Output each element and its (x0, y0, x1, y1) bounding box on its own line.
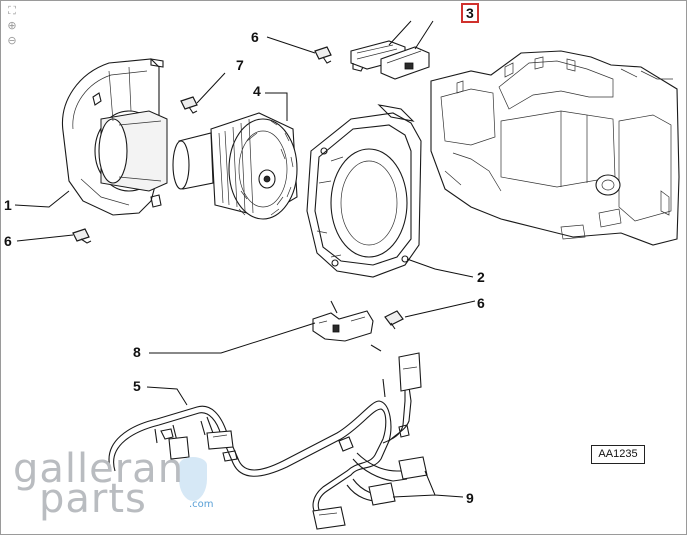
callout-4[interactable]: 4 (253, 83, 261, 99)
callout-6-right[interactable]: 6 (477, 295, 485, 311)
part-7-screw[interactable] (180, 96, 198, 114)
callout-6-top[interactable]: 6 (251, 29, 259, 45)
part-6-screw-right[interactable] (384, 310, 404, 330)
reference-code: AA1235 (591, 445, 645, 464)
watermark-suffix: .com (189, 499, 214, 510)
fit-view-icon[interactable]: ⛶ (8, 4, 16, 17)
zoom-toolbar: ⛶ ⊕ ⊖ (5, 5, 23, 47)
watermark-line-1: galleran (13, 446, 185, 492)
heater-box-assembly (430, 50, 680, 246)
callout-7[interactable]: 7 (236, 57, 244, 73)
callout-5[interactable]: 5 (133, 378, 141, 394)
callout-6-left[interactable]: 6 (4, 233, 12, 249)
part-1-blower-housing-half[interactable] (61, 58, 168, 216)
callout-3[interactable]: 3 (461, 3, 479, 23)
watermark-line-2: parts (39, 476, 147, 522)
part-2-volute-housing[interactable] (306, 104, 422, 278)
part-8-bracket[interactable] (312, 310, 382, 352)
callout-8[interactable]: 8 (133, 344, 141, 360)
zoom-out-icon[interactable]: ⊖ (7, 34, 17, 47)
callout-1[interactable]: 1 (4, 197, 12, 213)
callout-9[interactable]: 9 (466, 490, 474, 506)
part-4-blower-motor-fan[interactable] (172, 112, 298, 220)
part-5-wiring-harness[interactable] (108, 300, 428, 530)
part-6-screw-left[interactable] (72, 228, 92, 244)
leader-lines (14, 20, 476, 498)
watermark-drop-icon (179, 457, 207, 501)
watermark: galleran parts .com (13, 449, 223, 521)
part-6-screw-top[interactable] (314, 46, 332, 64)
zoom-in-icon[interactable]: ⊕ (7, 19, 17, 32)
callout-2[interactable]: 2 (477, 269, 485, 285)
part-3-resistor-modules[interactable] (350, 40, 430, 80)
